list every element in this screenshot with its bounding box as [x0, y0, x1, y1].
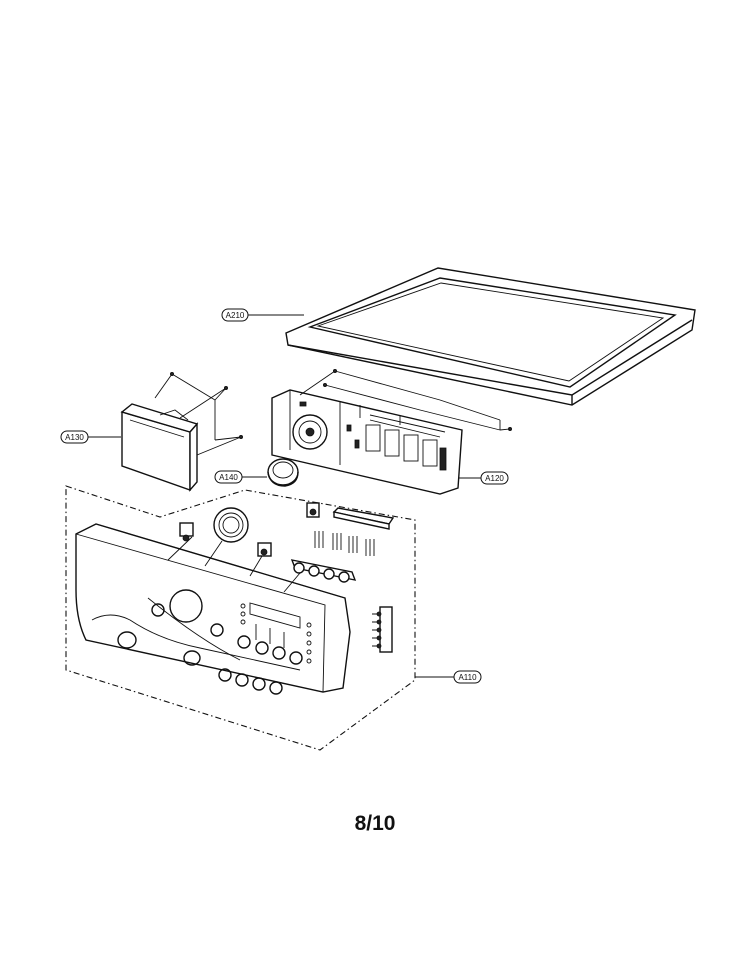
callout-a110: A110: [415, 670, 482, 684]
callout-a130: A130: [60, 430, 121, 444]
callout-a140-label: A140: [219, 473, 238, 482]
callout-a120: A120: [459, 471, 509, 485]
callout-a210: A210: [221, 308, 304, 322]
control-panel-components: [167, 502, 395, 653]
callout-a210-label: A210: [226, 311, 245, 320]
knob-part: [267, 458, 299, 487]
callout-a110-label: A110: [458, 673, 477, 682]
side-connector: [372, 606, 393, 653]
page-number: 8/10: [354, 812, 396, 835]
control-panel-part: [75, 523, 351, 695]
callout-a130-label: A130: [65, 433, 84, 442]
connector-pins: [314, 531, 375, 556]
callout-a140: A140: [214, 470, 267, 484]
top-cover-part: [285, 267, 696, 406]
control-panel-assembly-boundary: [65, 485, 416, 751]
drawer-cover-part: [120, 371, 243, 492]
callout-a120-label: A120: [485, 474, 504, 483]
pcb-assembly-part: [271, 368, 512, 495]
